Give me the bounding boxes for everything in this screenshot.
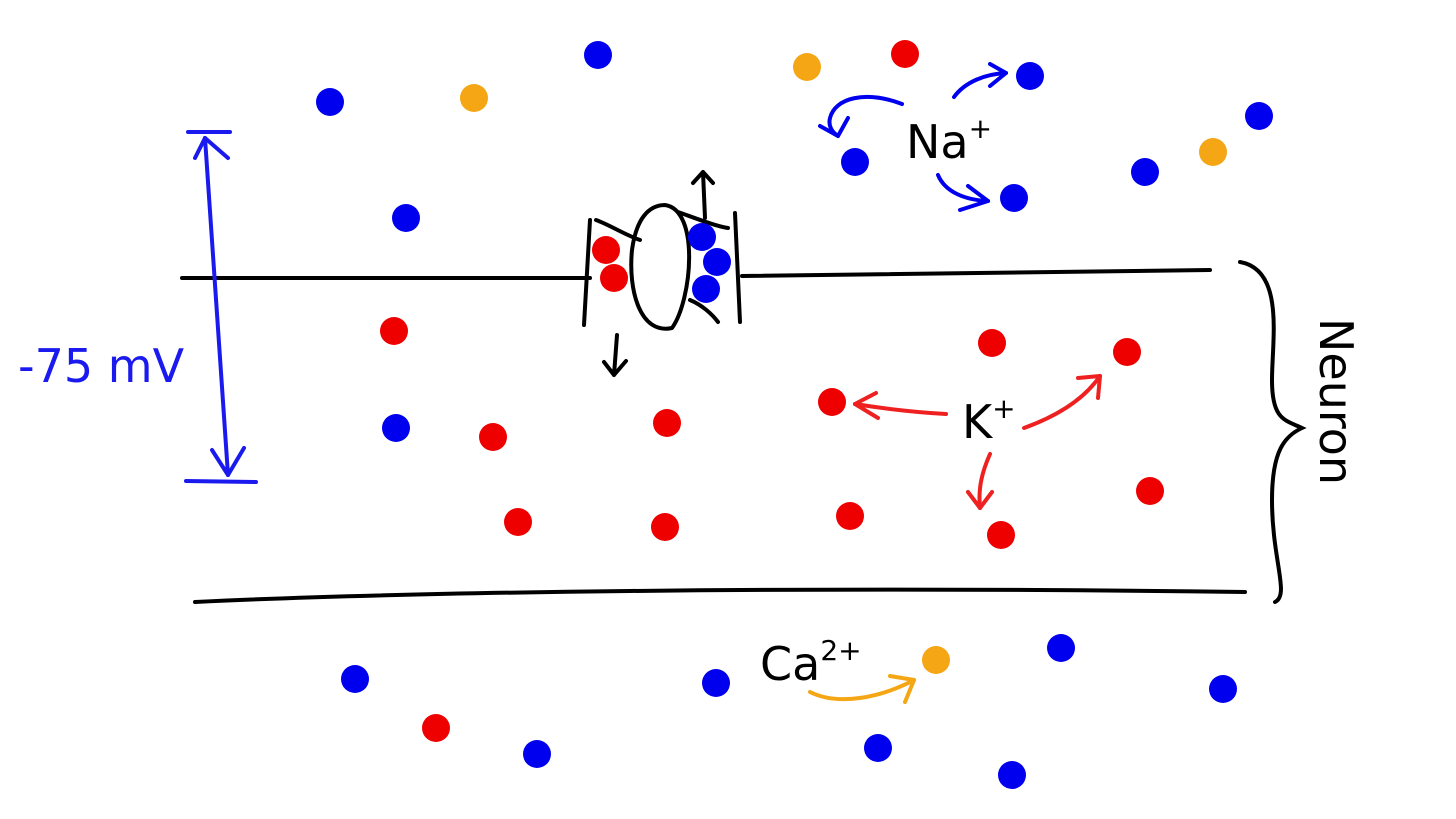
pump-core <box>629 203 692 331</box>
potassium-ion <box>422 714 450 742</box>
sodium-ion <box>1209 675 1237 703</box>
sodium-label-charge: + <box>969 112 992 145</box>
neuron-label: Neuron <box>1309 318 1363 485</box>
sodium-ion <box>382 414 410 442</box>
sodium-ion <box>392 204 420 232</box>
sodium-arrow-upper-right <box>952 71 1008 99</box>
potassium-ion <box>479 423 507 451</box>
voltage-marker <box>184 130 258 484</box>
sodium-ion <box>1047 634 1075 662</box>
potassium-ion <box>504 508 532 536</box>
potassium-ion <box>978 329 1006 357</box>
bottom-membrane <box>193 587 1247 604</box>
sodium-ion-in-pump <box>692 275 720 303</box>
sodium-ion <box>1000 184 1028 212</box>
sodium-label-base: Na <box>906 115 969 169</box>
potassium-ion <box>653 409 681 437</box>
sodium-ions <box>316 41 1273 789</box>
sodium-ion <box>864 734 892 762</box>
pump-right-wall <box>733 211 742 324</box>
calcium-arrow-head <box>888 674 916 704</box>
sodium-arrow-upper-right-head <box>988 62 1008 88</box>
calcium-ion <box>1199 138 1227 166</box>
sodium-ion <box>341 665 369 693</box>
sodium-ion-in-pump <box>703 248 731 276</box>
calcium-ion <box>922 646 950 674</box>
potassium-ion <box>836 502 864 530</box>
pump-upper-right-flap <box>676 210 730 230</box>
sodium-ion <box>998 761 1026 789</box>
sodium-arrow-upper-left-head <box>818 116 850 138</box>
potassium-ion <box>380 317 408 345</box>
potassium-arrow-down <box>977 452 992 510</box>
pump-lower-right-flap <box>688 298 720 324</box>
double-headed-arrow-icon <box>203 136 230 477</box>
potassium-ion-in-pump <box>600 264 628 292</box>
sodium-ion <box>523 740 551 768</box>
potassium-label: K+ <box>962 392 1016 449</box>
potassium-arrow-down-head <box>966 490 994 510</box>
pump-out-arrow <box>691 170 715 220</box>
sodium-ion <box>1131 158 1159 186</box>
potassium-arrow-right-head <box>1076 374 1102 400</box>
potassium-ion <box>818 388 846 416</box>
sodium-label: Na+ <box>906 112 992 169</box>
calcium-label-charge: 2+ <box>820 634 861 667</box>
potassium-ion <box>987 521 1015 549</box>
calcium-label: Ca2+ <box>760 634 862 691</box>
sodium-potassium-pump-icon <box>582 170 742 377</box>
potassium-ion-in-pump <box>592 236 620 264</box>
sodium-arrow-lower-right-head <box>958 184 990 212</box>
sodium-ion-in-pump <box>688 223 716 251</box>
top-membrane-right <box>740 268 1212 278</box>
potassium-ion <box>891 40 919 68</box>
calcium-diffusion-arrow <box>808 674 916 704</box>
sodium-arrow-lower-right <box>936 173 990 203</box>
potassium-diffusion-arrows <box>853 374 1102 510</box>
sodium-ion <box>841 148 869 176</box>
potassium-label-charge: + <box>992 392 1015 425</box>
membrane-group <box>180 268 1247 604</box>
potassium-ions <box>380 40 1164 742</box>
potassium-ion <box>1113 338 1141 366</box>
potassium-arrow-left-head <box>853 391 880 420</box>
potassium-arrow-left <box>853 402 948 416</box>
voltage-arrow-top-head <box>193 136 230 160</box>
calcium-ion <box>793 53 821 81</box>
calcium-arrow-body <box>808 678 916 702</box>
sodium-ion <box>584 41 612 69</box>
potassium-ion <box>1136 477 1164 505</box>
pump-upper-left-flap <box>594 218 642 242</box>
curly-brace-icon <box>1238 260 1307 604</box>
voltage-arrow-bottom-head <box>210 446 246 477</box>
potassium-arrow-right <box>1022 374 1102 430</box>
voltage-label: -75 mV <box>18 339 185 393</box>
sodium-ion <box>316 88 344 116</box>
sodium-ion <box>1016 62 1044 90</box>
pump-left-wall <box>582 218 592 327</box>
pump-in-arrow <box>602 333 628 377</box>
sodium-diffusion-arrows <box>818 62 1008 212</box>
sodium-ion <box>1245 102 1273 130</box>
calcium-label-base: Ca <box>760 637 820 691</box>
sodium-ion <box>702 669 730 697</box>
calcium-ion <box>460 84 488 112</box>
potassium-label-base: K <box>962 395 994 449</box>
calcium-ions <box>460 53 1227 674</box>
potassium-ion <box>651 513 679 541</box>
voltage-bottom-tick <box>184 479 258 484</box>
